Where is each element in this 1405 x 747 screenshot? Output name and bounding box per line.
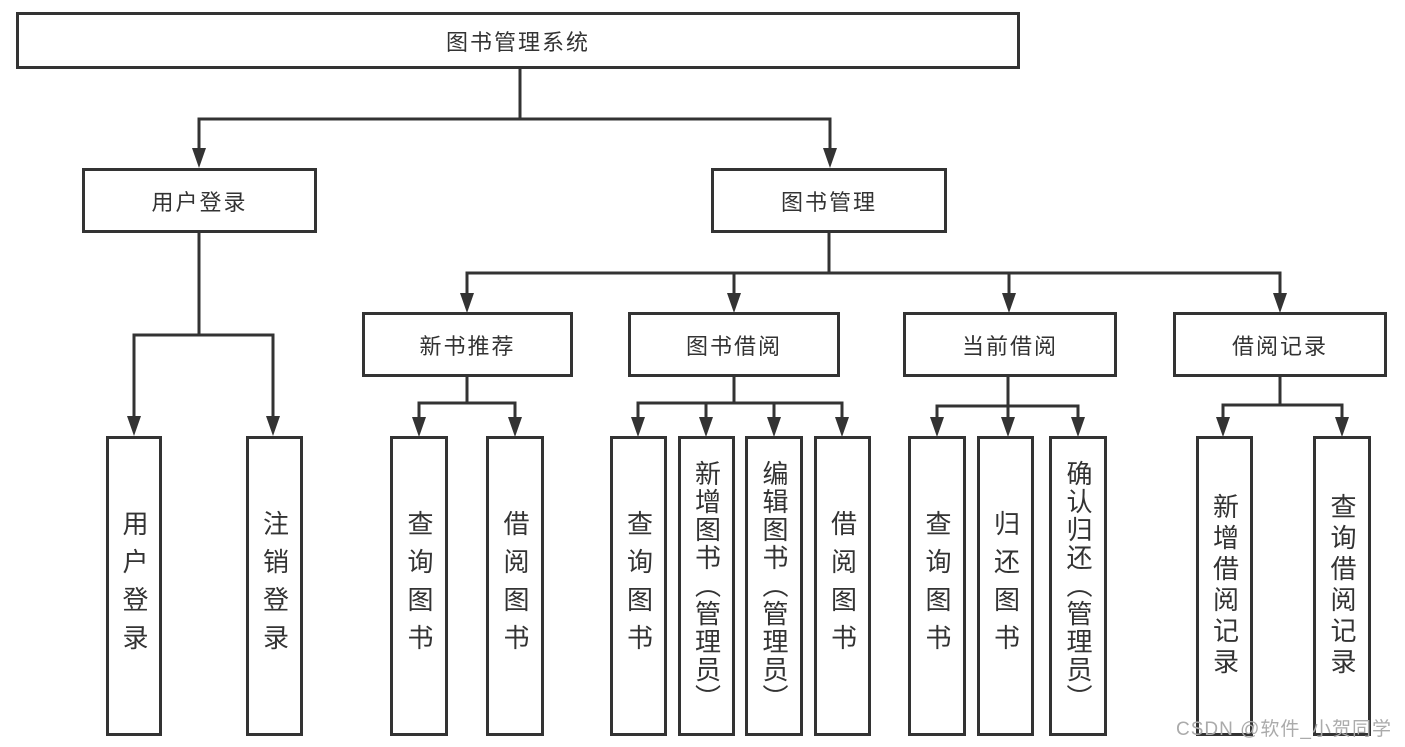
node-current-borrow: 当前借阅 <box>903 312 1117 377</box>
leaf-query-borrow-record: 查询借阅记录 <box>1313 436 1371 736</box>
leaf-label: 查询图书 <box>623 510 654 662</box>
node-label: 用户登录 <box>151 189 248 215</box>
node-label: 图书管理系统 <box>445 29 590 55</box>
leaf-label: 查询图书 <box>922 510 952 662</box>
leaf-borrow-books-recommend: 借阅图书 <box>486 436 544 736</box>
leaf-query-books-recommend: 查询图书 <box>390 436 448 736</box>
node-label: 图书借阅 <box>685 333 782 359</box>
leaf-add-borrow-record: 新增借阅记录 <box>1196 436 1253 736</box>
leaf-label: 新增借阅记录 <box>1209 493 1240 679</box>
node-label: 借阅记录 <box>1231 333 1328 359</box>
leaf-edit-book-admin: 编辑图书（管理员） <box>745 436 803 736</box>
leaf-query-books-current: 查询图书 <box>908 436 966 736</box>
node-label: 当前借阅 <box>961 333 1058 359</box>
leaf-label: 确认归还（管理员） <box>1063 460 1093 712</box>
leaf-label: 借阅图书 <box>827 510 858 662</box>
node-label: 图书管理 <box>780 189 877 215</box>
node-borrow-records: 借阅记录 <box>1173 312 1387 377</box>
node-book-borrow: 图书借阅 <box>628 312 840 377</box>
csdn-watermark: CSDN @软件_小贺同学 <box>1176 719 1392 740</box>
leaf-user-login: 用户登录 <box>106 436 162 736</box>
leaf-borrow-books: 借阅图书 <box>814 436 871 736</box>
leaf-label: 归还图书 <box>990 510 1021 662</box>
leaf-confirm-return-admin: 确认归还（管理员） <box>1049 436 1107 736</box>
leaf-add-book-admin: 新增图书（管理员） <box>678 436 735 736</box>
leaf-label: 编辑图书（管理员） <box>759 460 789 712</box>
leaf-label: 查询借阅记录 <box>1327 493 1357 679</box>
node-book-management: 图书管理 <box>711 168 947 233</box>
leaf-label: 用户登录 <box>119 510 149 662</box>
node-library-management-system: 图书管理系统 <box>16 12 1020 69</box>
node-user-login: 用户登录 <box>82 168 317 233</box>
leaf-label: 查询图书 <box>404 510 434 662</box>
node-new-book-recommend: 新书推荐 <box>362 312 573 377</box>
node-label: 新书推荐 <box>419 333 516 359</box>
leaf-return-book: 归还图书 <box>977 436 1034 736</box>
leaf-logout: 注销登录 <box>246 436 303 736</box>
leaf-query-books-borrow: 查询图书 <box>610 436 667 736</box>
leaf-label: 借阅图书 <box>500 510 530 662</box>
leaf-label: 新增图书（管理员） <box>691 460 722 712</box>
leaf-label: 注销登录 <box>259 510 290 662</box>
